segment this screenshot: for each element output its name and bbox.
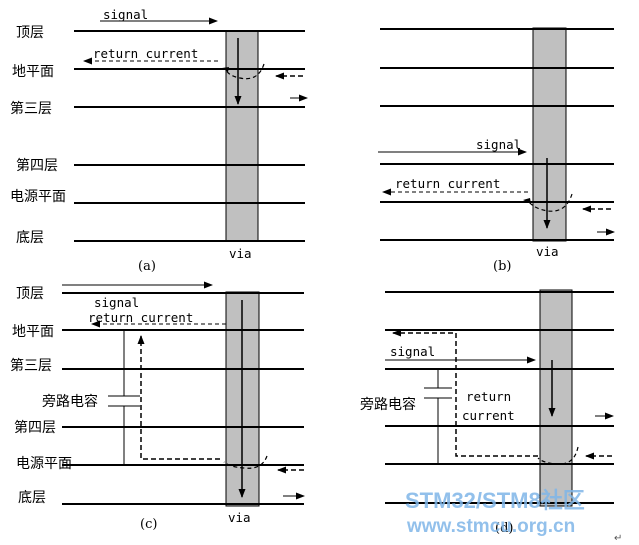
current-label: current <box>462 408 515 423</box>
return-arrowhead <box>222 67 229 72</box>
layer-label-top: 顶层 <box>16 25 44 41</box>
return-current-loop <box>528 193 573 212</box>
caption-c: (c) <box>140 517 157 532</box>
return-current-label: return current <box>88 310 193 325</box>
layer-label-power: 电源平面 <box>10 189 66 205</box>
signal-label: signal <box>390 344 435 359</box>
watermark-title: STM32/STM8社区 <box>405 488 585 513</box>
panel-d: signal return current 旁路电容 (d) <box>360 289 614 536</box>
panel-c: 顶层 地平面 第三层 第四层 电源平面 底层 signal return cur… <box>10 281 305 532</box>
return-arrowhead <box>523 198 531 204</box>
via-barrel <box>225 30 259 242</box>
return-mark-glyph: ↵ <box>614 533 622 544</box>
layer-label-fourth: 第四层 <box>16 157 58 174</box>
signal-label: signal <box>476 137 521 152</box>
return-label: return <box>466 389 511 404</box>
layer-label-power: 电源平面 <box>16 456 72 472</box>
layer-label-third: 第三层 <box>10 100 52 117</box>
signal-label: signal <box>94 295 139 310</box>
caption-b: (b) <box>493 259 511 274</box>
layer-label-ground: 地平面 <box>12 64 54 80</box>
return-current-label: return current <box>93 46 198 61</box>
watermark-url: www.stmcu.org.cn <box>406 516 575 537</box>
via-barrel <box>539 289 573 507</box>
signal-label: signal <box>103 7 148 22</box>
bypass-cap-label: 旁路电容 <box>42 393 98 410</box>
layer-label-top: 顶层 <box>16 286 44 302</box>
via-label: via <box>229 246 252 261</box>
layer-label-bottom: 底层 <box>16 230 44 246</box>
return-current-loop <box>225 63 265 80</box>
layer-label-bottom: 底层 <box>18 490 46 506</box>
via-barrel <box>532 27 567 242</box>
panel-b: signal return current via (b) <box>378 27 615 274</box>
layer-label-third: 第三层 <box>10 357 52 374</box>
caption-a: (a) <box>138 259 156 274</box>
return-current-path <box>137 335 220 460</box>
via-label: via <box>536 244 559 259</box>
panel-a: 顶层 地平面 第三层 第四层 电源平面 底层 signal return cur… <box>10 7 308 274</box>
via-label: via <box>228 510 251 525</box>
caption-d: (d) <box>495 521 513 536</box>
return-current-label: return current <box>395 176 500 191</box>
return-current-path <box>392 329 538 457</box>
return-current-loop <box>223 455 268 469</box>
layer-label-fourth: 第四层 <box>14 419 56 436</box>
bypass-cap-label: 旁路电容 <box>360 396 416 413</box>
layer-label-ground: 地平面 <box>12 324 54 340</box>
return-current-loop <box>537 446 579 465</box>
